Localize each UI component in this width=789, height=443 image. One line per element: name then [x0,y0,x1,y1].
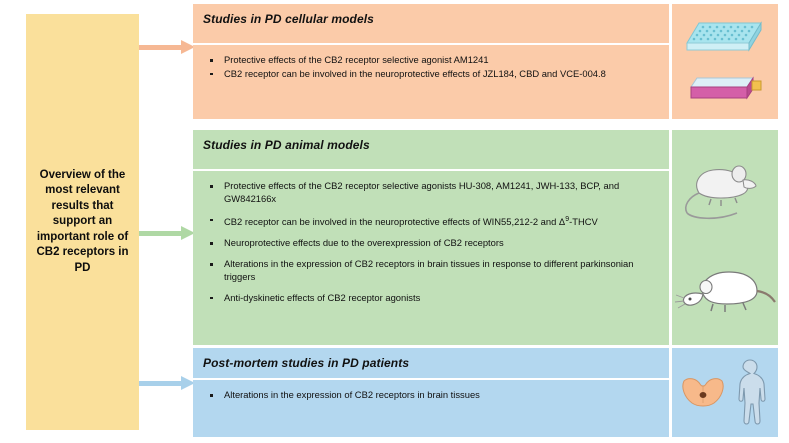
human-body-icon [738,358,766,425]
panel-divider [193,169,669,171]
list-item: Protective effects of the CB2 receptor s… [207,180,657,205]
panel-cellular-images [672,4,778,119]
arrow-to-animal [139,226,195,240]
source-box: Overview of the most relevant results th… [26,14,139,430]
list-item: CB2 receptor can be involved in the neur… [207,214,657,229]
panel-animal-body: Protective effects of the CB2 receptor s… [193,171,669,345]
microplate-icon [686,20,762,52]
panel-animal-images [672,130,778,345]
arrow-shaft [139,230,182,236]
arrow-shaft [139,44,182,50]
source-box-label: Overview of the most relevant results th… [36,168,129,274]
panel-cellular-title: Studies in PD cellular models [193,4,669,43]
arrow-head [181,40,195,54]
panel-animal-title: Studies in PD animal models [193,130,669,169]
panel-postmortem-images [672,348,778,437]
panel-divider [193,43,669,45]
arrow-shaft [139,380,182,386]
panel-image-divider [669,130,672,345]
mouse-icon [684,165,757,220]
arrow-to-postmortem [139,376,195,390]
list-item: CB2 receptor can be involved in the neur… [207,68,657,81]
arrow-to-cellular [139,40,195,54]
bullet-list: Alterations in the expression of CB2 rec… [207,389,657,402]
panel-postmortem-body: Alterations in the expression of CB2 rec… [193,380,669,437]
arrow-head [181,226,195,240]
panel-divider [193,378,669,380]
list-item: Protective effects of the CB2 receptor s… [207,54,657,67]
list-item: Neuroprotective effects due to the overe… [207,237,657,250]
list-item: Alterations in the expression of CB2 rec… [207,389,657,402]
list-item: Alterations in the expression of CB2 rec… [207,258,657,283]
panel-image-divider [669,348,672,437]
bullet-list: Protective effects of the CB2 receptor s… [207,180,657,304]
panel-postmortem-title: Post-mortem studies in PD patients [193,348,669,378]
list-item: Anti-dyskinetic effects of CB2 receptor … [207,292,657,305]
panel-cellular-models: Studies in PD cellular models Protective… [193,4,778,119]
brain-section-icon [682,377,724,406]
bullet-list: Protective effects of the CB2 receptor s… [207,54,657,80]
panel-postmortem-studies: Post-mortem studies in PD patients Alter… [193,348,778,437]
rat-icon [674,271,776,312]
panel-animal-models: Studies in PD animal models Protective e… [193,130,778,345]
culture-flask-icon [690,76,762,100]
panel-image-divider [669,4,672,119]
panel-cellular-body: Protective effects of the CB2 receptor s… [193,45,669,119]
arrow-head [181,376,195,390]
